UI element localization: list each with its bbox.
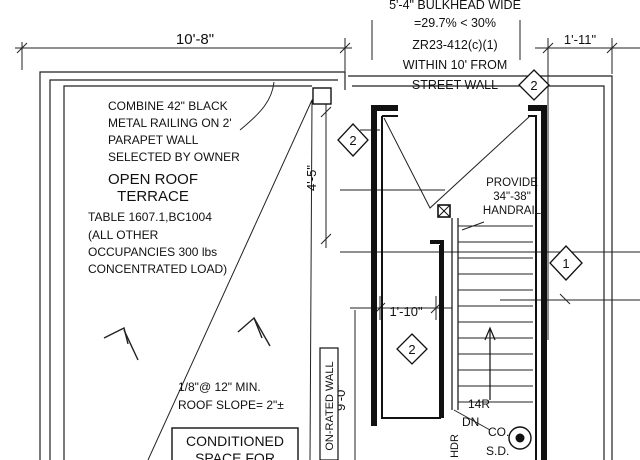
dim-right-top: 1'-11" <box>564 32 597 47</box>
risers-label: 14R <box>468 397 490 411</box>
svg-text:2: 2 <box>408 342 415 357</box>
svg-text:ON-RATED WALL: ON-RATED WALL <box>324 361 336 450</box>
svg-text:(ALL OTHER: (ALL OTHER <box>88 228 159 242</box>
svg-text:PROVIDE: PROVIDE <box>486 177 538 189</box>
svg-text:OCCUPANCIES 300 lbs: OCCUPANCIES 300 lbs <box>88 245 217 259</box>
tag-diamond-d-icon: 1 <box>549 245 583 281</box>
svg-text:2: 2 <box>530 78 537 93</box>
svg-text:METAL RAILING ON 2': METAL RAILING ON 2' <box>108 116 232 130</box>
svg-text:PARAPET WALL: PARAPET WALL <box>108 133 199 147</box>
svg-text:1/8"@ 12" MIN.: 1/8"@ 12" MIN. <box>178 380 261 394</box>
down-arrow-icon <box>484 326 496 400</box>
roof-outline <box>39 71 613 460</box>
dim-width-top: 10'-8" <box>176 31 214 48</box>
svg-text:HANDRAIL: HANDRAIL <box>483 205 542 217</box>
rated-wall-label: ON-RATED WALL <box>319 347 339 460</box>
svg-text:2: 2 <box>349 133 356 148</box>
svg-text:CONDITIONED: CONDITIONED <box>186 433 284 449</box>
slope-note: 1/8"@ 12" MIN. ROOF SLOPE= 2"± <box>178 380 284 412</box>
co-label: CO. <box>488 425 509 439</box>
svg-text:=29.7% < 30%: =29.7% < 30% <box>414 16 496 30</box>
tag-diamond-b-icon: 2 <box>518 69 550 101</box>
svg-text:TABLE 1607.1,BC1004: TABLE 1607.1,BC1004 <box>88 210 212 224</box>
stair-bulkhead <box>312 87 547 460</box>
svg-text:ROOF SLOPE= 2"±: ROOF SLOPE= 2"± <box>178 398 284 412</box>
svg-text:34"-38": 34"-38" <box>493 191 531 203</box>
svg-text:5'-4" BULKHEAD WIDE: 5'-4" BULKHEAD WIDE <box>389 0 521 12</box>
slope-arrow-left-icon <box>103 326 139 361</box>
dn-label: DN <box>462 415 479 429</box>
svg-text:SPACE FOR: SPACE FOR <box>195 450 275 460</box>
smoke-detector-icon <box>508 426 532 450</box>
svg-text:SELECTED BY OWNER: SELECTED BY OWNER <box>108 150 240 164</box>
table-note: TABLE 1607.1,BC1004 (ALL OTHER OCCUPANCI… <box>88 210 227 276</box>
hdr-label: HDR <box>449 434 461 458</box>
svg-text:WITHIN 10' FROM: WITHIN 10' FROM <box>403 58 507 72</box>
bulkhead-note: 5'-4" BULKHEAD WIDE =29.7% < 30% ZR23-41… <box>389 0 521 92</box>
dim-stair-small: 1'-10" <box>389 304 423 319</box>
stair-treads <box>458 225 533 403</box>
slope-arrow-right-icon <box>237 316 271 347</box>
svg-text:OPEN ROOF: OPEN ROOF <box>108 171 198 188</box>
svg-text:CONCENTRATED LOAD): CONCENTRATED LOAD) <box>88 262 227 276</box>
sd-label: S.D. <box>486 444 509 458</box>
svg-text:ZR23-412(c)(1): ZR23-412(c)(1) <box>412 38 497 52</box>
handrail-note: PROVIDE 34"-38" HANDRAIL <box>483 177 542 217</box>
terrace-title: OPEN ROOF TERRACE <box>108 171 198 205</box>
railing-note: COMBINE 42" BLACK METAL RAILING ON 2' PA… <box>108 99 240 164</box>
tag-diamond-a-icon: 2 <box>337 123 369 157</box>
svg-text:COMBINE 42" BLACK: COMBINE 42" BLACK <box>108 99 228 113</box>
svg-text:TERRACE: TERRACE <box>117 188 189 205</box>
svg-text:STREET WALL: STREET WALL <box>412 78 498 92</box>
dim-left-vert: 4'-5" <box>304 165 319 191</box>
tag-diamond-c-icon: 2 <box>396 333 428 365</box>
note-leaders <box>239 20 521 431</box>
conditioned-note: CONDITIONED SPACE FOR <box>171 427 299 460</box>
svg-text:1: 1 <box>562 256 569 271</box>
slope-arrows <box>103 316 271 361</box>
